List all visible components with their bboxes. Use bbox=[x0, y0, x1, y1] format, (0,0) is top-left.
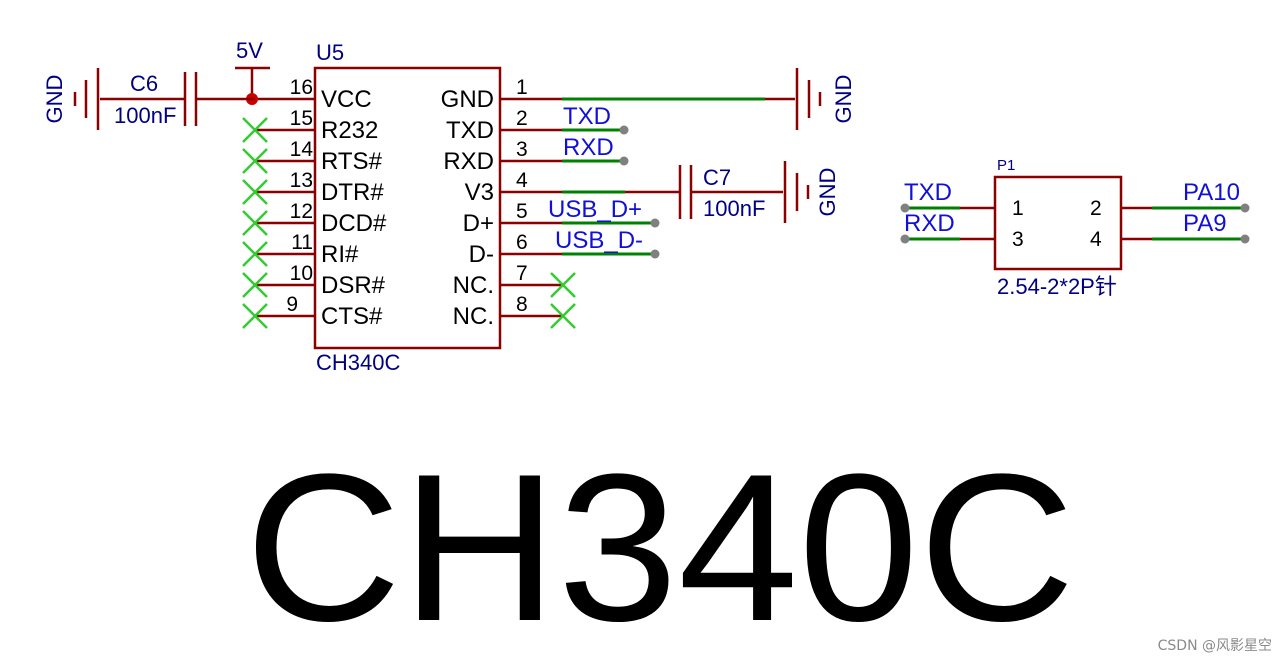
u5-pin-num: 10 bbox=[290, 262, 313, 285]
u5-value: CH340C bbox=[316, 350, 400, 375]
u5-pin-name: R232 bbox=[321, 117, 378, 144]
u5-pin-name: CTS# bbox=[321, 303, 383, 330]
u5-pin-num: 4 bbox=[516, 169, 528, 192]
gnd-left-label: GND bbox=[42, 75, 67, 124]
p1-pin-stubs bbox=[960, 206, 1152, 241]
no-connect-marks-right bbox=[550, 272, 576, 329]
u5-pin-num: 14 bbox=[290, 138, 314, 161]
u5-left-pin-stubs bbox=[255, 97, 315, 318]
p1-pin-num: 4 bbox=[1090, 228, 1102, 251]
p1-pin-num: 3 bbox=[1012, 228, 1024, 251]
net-label-usb-dp: USB_D+ bbox=[548, 196, 642, 223]
watermark-text: CSDN @风影星空 bbox=[1157, 638, 1272, 654]
c6-designator: C6 bbox=[130, 71, 158, 96]
u5-pin-num: 12 bbox=[290, 200, 313, 223]
u5-pin-num: 1 bbox=[516, 76, 528, 99]
c7-value: 100nF bbox=[703, 196, 765, 221]
u5-designator: U5 bbox=[316, 40, 344, 65]
u5-pin-num: 9 bbox=[286, 293, 298, 316]
wire-end-dot bbox=[619, 125, 629, 135]
u5-pin-name: VCC bbox=[321, 86, 372, 113]
u5-pin-name: NC. bbox=[453, 272, 494, 299]
wire-end-dot bbox=[1240, 203, 1250, 213]
net-label-pa9: PA9 bbox=[1183, 210, 1227, 237]
u5-pin-name: D+ bbox=[463, 210, 494, 237]
u5-pin-num: 3 bbox=[516, 138, 528, 161]
u5-pin-num: 5 bbox=[516, 200, 528, 223]
u5-pin-name: D- bbox=[469, 241, 494, 268]
ground-icon bbox=[73, 68, 100, 130]
c6-capacitor bbox=[100, 72, 255, 126]
net-label-usb-dm: USB_D- bbox=[555, 227, 643, 254]
u5-pin-num: 6 bbox=[516, 231, 528, 254]
u5-pin-name: GND bbox=[441, 86, 494, 113]
ground-icon bbox=[783, 161, 810, 223]
c7-designator: C7 bbox=[703, 165, 731, 190]
u5-pin-name: RTS# bbox=[321, 148, 383, 175]
page-title: CH340C bbox=[245, 430, 1075, 663]
u5-pin-name: RXD bbox=[443, 148, 494, 175]
net-label-p1-rxd: RXD bbox=[904, 210, 955, 237]
p1-pin-num: 2 bbox=[1090, 197, 1102, 220]
p1-value: 2.54-2*2P针 bbox=[997, 274, 1117, 299]
wire-end-dot bbox=[900, 203, 910, 213]
u5-pin-name: RI# bbox=[321, 241, 359, 268]
wire-end-dot bbox=[619, 156, 629, 166]
net-label-p1-txd: TXD bbox=[904, 179, 952, 206]
c6-value: 100nF bbox=[114, 103, 176, 128]
u5-pin-num: 8 bbox=[516, 293, 528, 316]
wire-end-dot bbox=[650, 218, 660, 228]
wire-end-dot bbox=[650, 249, 660, 259]
gnd-c7-label: GND bbox=[815, 168, 840, 217]
u5-pin-num: 7 bbox=[516, 262, 528, 285]
gnd-right-label: GND bbox=[831, 75, 856, 124]
u5-pin-num: 13 bbox=[290, 169, 313, 192]
u5-pin-name: TXD bbox=[446, 117, 494, 144]
net-label-rxd: RXD bbox=[563, 134, 614, 161]
u5-pin-num: 15 bbox=[290, 107, 313, 130]
u5-pin-num: 16 bbox=[290, 76, 313, 99]
ground-icon bbox=[795, 68, 822, 130]
u5-pin-name: DCD# bbox=[321, 210, 387, 237]
u5-pin-name: DSR# bbox=[321, 272, 386, 299]
u5-pin-name: V3 bbox=[465, 179, 494, 206]
u5-body bbox=[313, 66, 502, 350]
p1-designator: P1 bbox=[997, 157, 1015, 174]
u5-pin-num: 11 bbox=[291, 231, 313, 254]
no-connect-marks-left bbox=[242, 117, 268, 329]
u5-pin-num: 2 bbox=[516, 107, 528, 130]
u5-right-pin-stubs bbox=[500, 97, 562, 318]
net-label-pa10: PA10 bbox=[1183, 179, 1240, 206]
wire-end-dot bbox=[1240, 234, 1250, 244]
net-label-txd: TXD bbox=[563, 103, 611, 130]
p1-pin-num: 1 bbox=[1012, 197, 1024, 220]
c7-capacitor bbox=[625, 165, 783, 219]
p1-body bbox=[993, 175, 1123, 271]
u5-pin-name: DTR# bbox=[321, 179, 384, 206]
u5-pin-name: NC. bbox=[453, 303, 494, 330]
wire-end-dot bbox=[900, 234, 910, 244]
vcc-5v-label: 5V bbox=[236, 38, 263, 63]
